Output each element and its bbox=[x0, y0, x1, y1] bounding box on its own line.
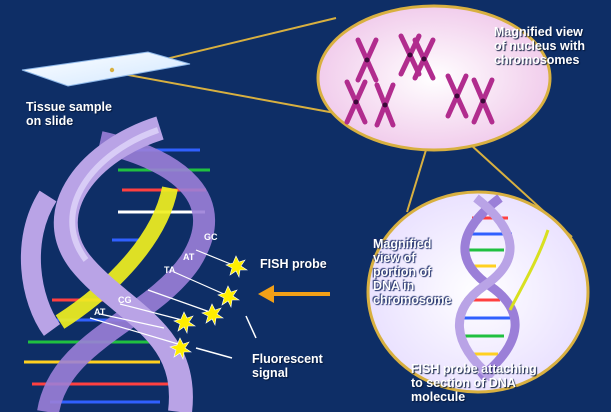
base-pair-label: CG bbox=[118, 295, 132, 305]
fluorescent-signal-label: Fluorescent signal bbox=[252, 352, 323, 380]
tissue-sample-label: Tissue sample on slide bbox=[26, 100, 112, 128]
dna-portion-label: Magnified view of portion of DNA in chro… bbox=[373, 237, 452, 307]
base-pair-label: AT bbox=[94, 307, 105, 317]
base-pair-label: TA bbox=[164, 265, 175, 275]
nucleus-label: Magnified view of nucleus with chromosom… bbox=[494, 25, 611, 67]
base-pair-label: GC bbox=[204, 232, 218, 242]
signal-pointers bbox=[196, 316, 256, 358]
base-pair-label: AT bbox=[183, 252, 194, 262]
orange-arrow bbox=[258, 285, 330, 303]
big-helix bbox=[24, 128, 210, 412]
probe-attaching-label: FISH probe attaching to section of DNA m… bbox=[411, 362, 537, 404]
tissue-sample bbox=[110, 68, 114, 72]
fish-probe-label: FISH probe bbox=[260, 257, 327, 271]
